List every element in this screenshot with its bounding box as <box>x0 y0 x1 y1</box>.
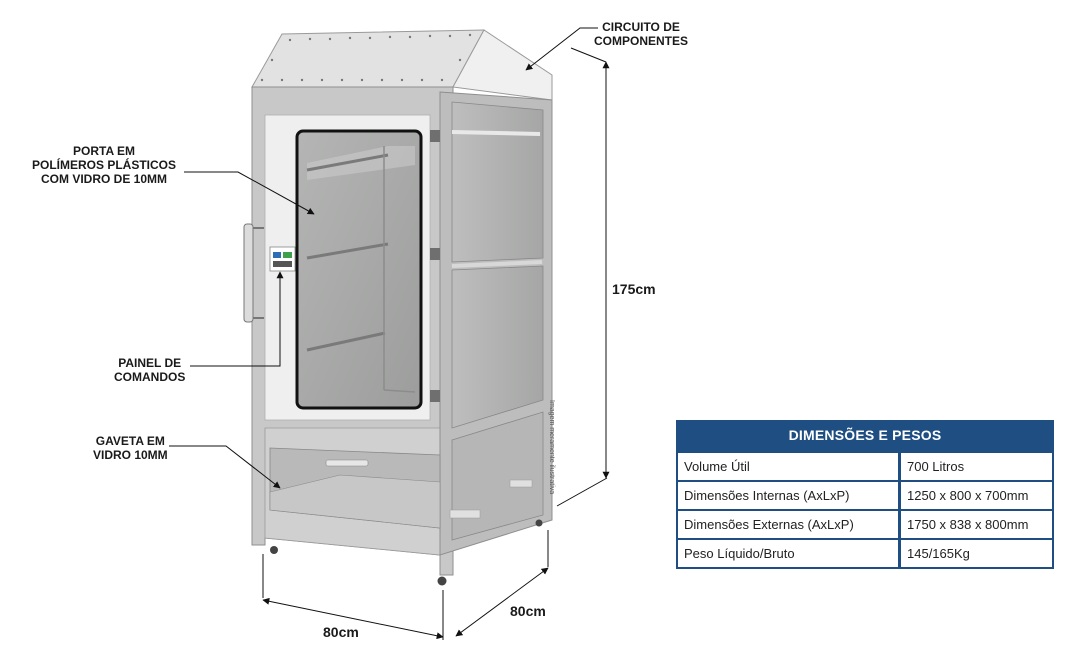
table-row: Volume Útil 700 Litros <box>678 453 1052 480</box>
callout-door-line3: COM VIDRO DE 10MM <box>41 172 168 186</box>
callout-drawer: GAVETA EM VIDRO 10MM <box>93 434 168 462</box>
table-row: Dimensões Externas (AxLxP) 1750 x 838 x … <box>678 511 1052 538</box>
control-panel <box>269 246 296 272</box>
width-dimension-label: 80cm <box>323 624 359 640</box>
glass-door <box>295 129 423 410</box>
caster-wheels <box>270 519 543 586</box>
callout-door-line1: PORTA EM <box>73 144 135 158</box>
table-row: Peso Líquido/Bruto 145/165Kg <box>678 540 1052 567</box>
illustrative-image-note: Imagem meramente ilustrativa <box>548 400 555 495</box>
callout-drawer-line2: VIDRO 10MM <box>93 448 168 462</box>
glass-drawer <box>269 447 533 529</box>
door-handle <box>243 223 264 323</box>
row-value-internal-dims: 1250 x 800 x 700mm <box>901 482 1052 509</box>
callout-circuit-line2: COMPONENTES <box>594 34 689 48</box>
row-value-external-dims: 1750 x 838 x 800mm <box>901 511 1052 538</box>
dimension-lines <box>262 47 610 640</box>
callout-panel-line2: COMANDOS <box>114 370 186 384</box>
callout-arrows <box>169 27 598 489</box>
callout-drawer-line1: GAVETA EM <box>95 434 165 448</box>
row-label-external-dims: Dimensões Externas (AxLxP) <box>678 511 898 538</box>
callout-door-line2: POLÍMEROS PLÁSTICOS <box>32 158 177 172</box>
cabinet-side-frame <box>430 91 553 556</box>
row-value-volume: 700 Litros <box>901 453 1052 480</box>
component-circuit-housing <box>251 29 553 101</box>
callout-circuit: CIRCUITO DE COMPONENTES <box>594 20 688 48</box>
callout-door: PORTA EM POLÍMEROS PLÁSTICOS COM VIDRO D… <box>32 144 176 186</box>
row-label-weight: Peso Líquido/Bruto <box>678 540 898 567</box>
row-value-weight: 145/165Kg <box>901 540 1052 567</box>
callout-panel-line1: PAINEL DE <box>118 356 182 370</box>
height-dimension-label: 175cm <box>612 281 656 297</box>
callout-panel: PAINEL DE COMANDOS <box>114 356 185 384</box>
dimensions-weights-table: DIMENSÕES E PESOS Volume Útil 700 Litros… <box>676 420 1054 569</box>
callout-circuit-line1: CIRCUITO DE <box>602 20 680 34</box>
table-row: Dimensões Internas (AxLxP) 1250 x 800 x … <box>678 482 1052 509</box>
row-label-volume: Volume Útil <box>678 453 898 480</box>
table-title: DIMENSÕES E PESOS <box>788 427 942 443</box>
row-label-internal-dims: Dimensões Internas (AxLxP) <box>678 482 898 509</box>
depth-dimension-label: 80cm <box>510 603 546 619</box>
